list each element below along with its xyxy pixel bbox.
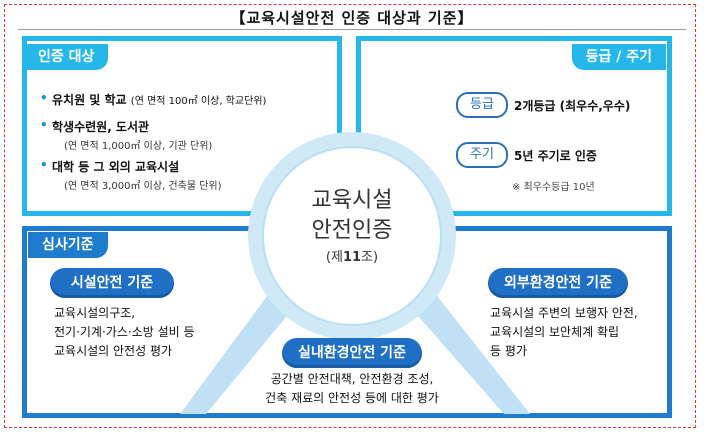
beam-right xyxy=(404,292,530,414)
facility-badge: 시설안전 기준 xyxy=(50,268,174,298)
target-item: 유치원 및 학교 (연 면적 100㎡ 이상, 학교단위) xyxy=(40,91,266,108)
title-text: 【교육시설안전 인증 대상과 기준】 xyxy=(230,9,474,27)
indoor-badge: 실내환경안전 기준 xyxy=(282,338,422,368)
facility-desc: 교육시설의구조, 전기·기계·가스·소방 설비 등 교육시설의 안전성 평가 xyxy=(54,306,195,358)
outdoor-badge: 외부환경안전 기준 xyxy=(488,268,628,298)
target-item-note: (연 면적 3,000㎡ 이상, 건축물 단위) xyxy=(64,181,222,192)
grade-text: 2개등급 (최우수,우수) xyxy=(514,99,631,113)
beam-left xyxy=(180,292,300,414)
outdoor-desc: 교육시설 주변의 보행자 안전, 교육시설의 보안체계 확립 등 평가 xyxy=(490,306,638,358)
target-heading: 인증 대상 xyxy=(24,44,109,70)
cycle-text: 5년 주기로 인증 xyxy=(514,149,597,163)
target-item: 학생수련원, 도서관 xyxy=(40,118,149,135)
target-item-note: (연 면적 1,000㎡ 이상, 기관 단위) xyxy=(64,141,213,152)
indoor-desc: 공간별 안전대책, 안전환경 조성, 건축 재료의 안전성 등에 대한 평가 xyxy=(265,372,439,405)
cycle-pill: 주기 xyxy=(456,142,508,168)
outer-frame xyxy=(4,4,696,428)
center-line1: 교육시설 xyxy=(311,188,393,213)
diagram-title: 【교육시설안전 인증 대상과 기준】 xyxy=(0,7,704,30)
center-article: (제11조) xyxy=(325,250,379,265)
target-item: 대학 등 그 외의 교육시설 xyxy=(40,158,179,175)
grade-pill: 등급 xyxy=(456,92,508,118)
grade-note: ※ 최우수등급 10년 xyxy=(512,182,595,193)
title-underline xyxy=(18,29,686,30)
center-circle xyxy=(262,146,442,326)
review-heading: 심사기준 xyxy=(28,232,108,258)
grade-heading: 등급 / 주기 xyxy=(571,44,666,70)
center-line2: 안전인증 xyxy=(311,218,393,243)
